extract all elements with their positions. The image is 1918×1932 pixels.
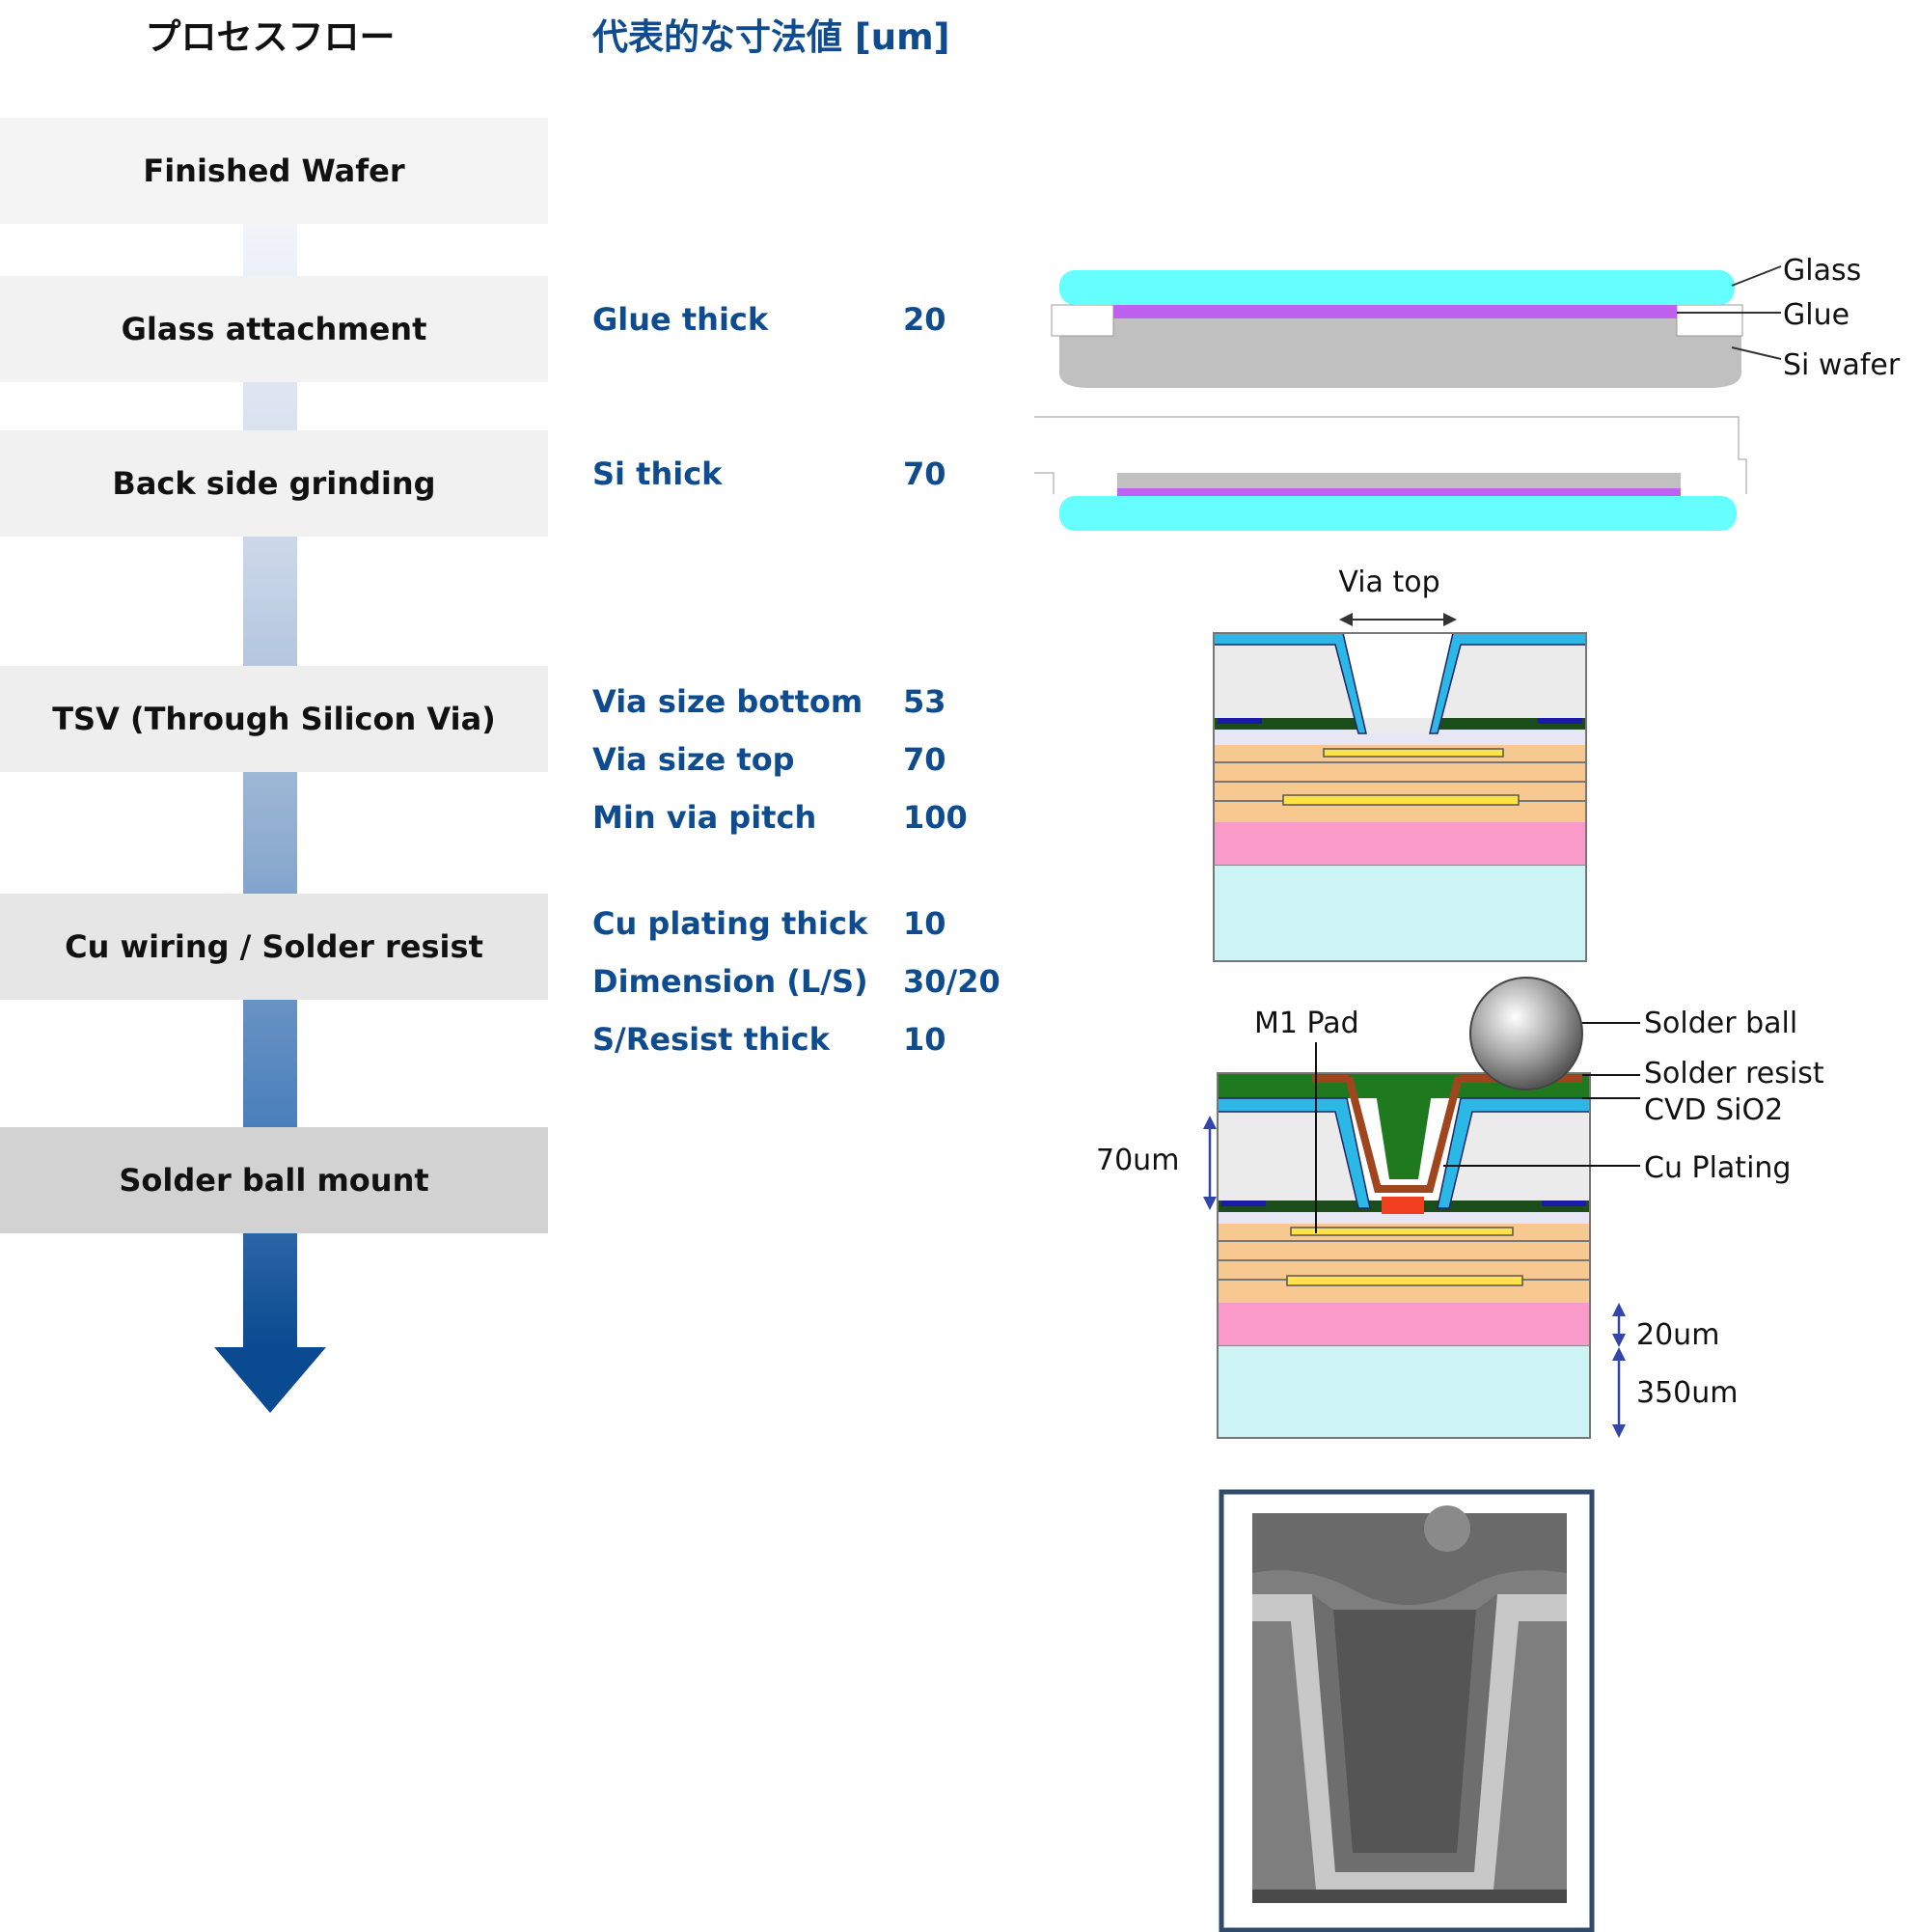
label-20um: 20um xyxy=(1636,1318,1719,1352)
label-via-top: Via top xyxy=(1338,566,1439,599)
spec-glue-thick-value: 20 xyxy=(903,301,946,338)
spec-si-thick-value: 70 xyxy=(903,455,946,492)
spec-via-bottom-value: 53 xyxy=(903,683,946,720)
back-side-grinding-diagram xyxy=(1034,416,1747,531)
step-label: Finished Wafer xyxy=(143,152,405,189)
glass-attachment-diagram: Glass Glue Si wafer xyxy=(1051,254,1901,388)
label-m1-pad: M1 Pad xyxy=(1254,1007,1359,1040)
label-solder-ball: Solder ball xyxy=(1644,1007,1797,1040)
flow-arrow-head-icon xyxy=(214,1347,326,1413)
step-label: Cu wiring / Solder resist xyxy=(65,928,483,965)
label-si-wafer: Si wafer xyxy=(1783,348,1901,382)
step-solder-ball-mount: Solder ball mount xyxy=(0,1127,548,1233)
label-glue: Glue xyxy=(1783,298,1850,332)
label-glass: Glass xyxy=(1783,254,1861,288)
spec-via-bottom-label: Via size bottom xyxy=(592,683,863,720)
spec-resist-label: S/Resist thick xyxy=(592,1021,830,1058)
spec-cu-plating-value: 10 xyxy=(903,905,946,942)
glass-layer xyxy=(1059,270,1735,305)
cu-wiring-diagram: M1 Pad Solder ball Solder resist CVD SiO… xyxy=(1096,977,1824,1439)
step-glass-attachment: Glass attachment xyxy=(0,276,548,382)
label-70um: 70um xyxy=(1096,1144,1179,1177)
spec-glue-thick-label: Glue thick xyxy=(592,301,769,338)
spec-si-thick-label: Si thick xyxy=(592,455,723,492)
step-back-side-grinding: Back side grinding xyxy=(0,430,548,537)
spec-dimension-value: 30/20 xyxy=(903,963,1000,1000)
label-cvd-sio2: CVD SiO2 xyxy=(1644,1093,1783,1127)
step-finished-wafer: Finished Wafer xyxy=(0,118,548,224)
spec-via-pitch-value: 100 xyxy=(903,799,968,836)
solder-ball-shape xyxy=(1469,977,1583,1090)
label-solder-resist: Solder resist xyxy=(1644,1057,1824,1090)
sem-cross-section-image xyxy=(1219,1489,1595,1932)
label-cu-plating: Cu Plating xyxy=(1644,1151,1791,1185)
process-flow-header: プロセスフロー xyxy=(145,16,396,58)
spec-via-top-label: Via size top xyxy=(592,741,795,778)
step-tsv: TSV (Through Silicon Via) xyxy=(0,666,548,772)
step-label: TSV (Through Silicon Via) xyxy=(52,701,496,737)
dimensions-header: 代表的な寸法値 [um] xyxy=(592,16,950,58)
label-350um: 350um xyxy=(1636,1376,1739,1410)
step-cu-wiring: Cu wiring / Solder resist xyxy=(0,894,548,1000)
spec-resist-value: 10 xyxy=(903,1021,946,1058)
step-label: Solder ball mount xyxy=(119,1162,429,1199)
spec-dimension-label: Dimension (L/S) xyxy=(592,963,868,1000)
spec-cu-plating-label: Cu plating thick xyxy=(592,905,868,942)
glue-layer xyxy=(1113,305,1677,318)
step-label: Glass attachment xyxy=(121,311,427,347)
spec-via-pitch-label: Min via pitch xyxy=(592,799,817,836)
step-label: Back side grinding xyxy=(112,465,436,502)
spec-via-top-value: 70 xyxy=(903,741,946,778)
tsv-diagram: Via top xyxy=(1213,566,1587,962)
si-wafer-shape xyxy=(1059,315,1741,388)
